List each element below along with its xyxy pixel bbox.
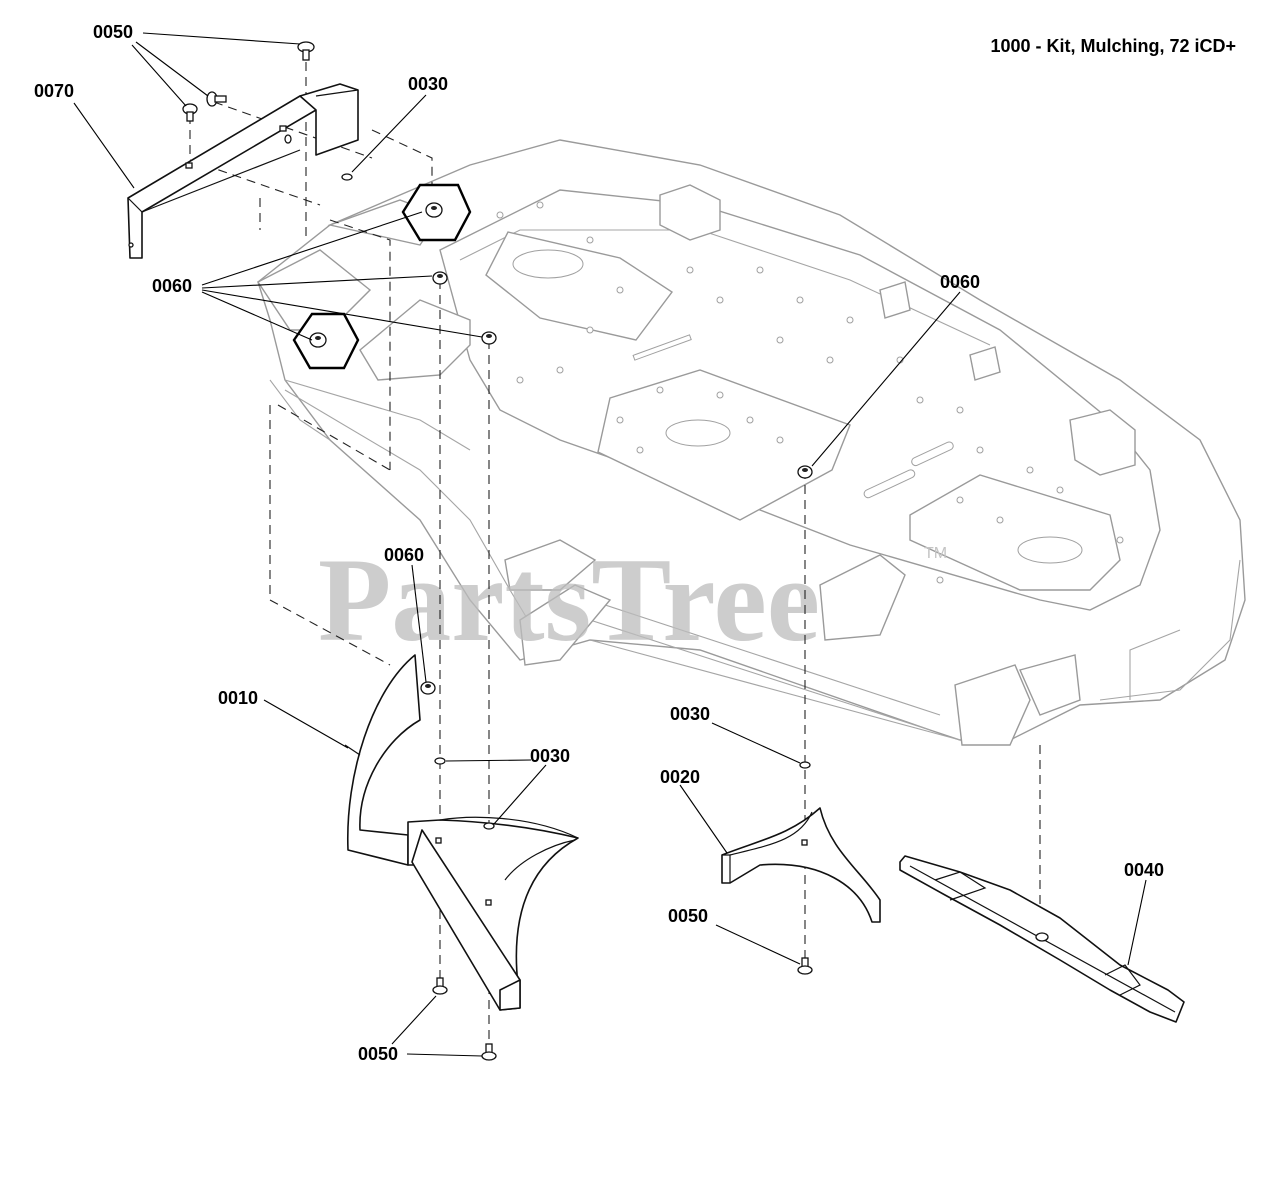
callout-0050-center: 0050	[668, 906, 708, 926]
callout-labels: 0050 0070 0030 0060 0060 0060 0010 0030 …	[34, 22, 1164, 1064]
baffle-0070	[127, 83, 359, 259]
carriage-bolt-icon	[481, 1043, 497, 1061]
baffle-0020	[721, 807, 881, 923]
carriage-bolt-icon	[432, 977, 448, 995]
callout-0020: 0020	[660, 767, 700, 787]
callout-0030-top: 0030	[408, 74, 448, 94]
watermark-text: PartsTree	[318, 533, 820, 666]
callout-0030-center: 0030	[670, 704, 710, 724]
callout-0050-top: 0050	[93, 22, 133, 42]
carriage-bolt-icon	[182, 103, 198, 122]
carriage-bolt-icon	[797, 957, 813, 975]
watermark-trademark: TM	[924, 545, 947, 562]
hex-nut-detail-icon	[401, 183, 472, 242]
leader-lines	[73, 32, 1147, 1057]
flange-nut-icon	[432, 271, 448, 285]
baffle-0010	[344, 654, 579, 1011]
callout-0060-left: 0060	[152, 276, 192, 296]
carriage-bolt-icon	[297, 41, 315, 61]
carriage-bolt-icon	[206, 91, 227, 107]
callout-0050-bottom: 0050	[358, 1044, 398, 1064]
callout-0040: 0040	[1124, 860, 1164, 880]
callout-0030-left: 0030	[530, 746, 570, 766]
flange-nut-icon	[797, 465, 813, 479]
callout-0060-right: 0060	[940, 272, 980, 292]
callout-0070: 0070	[34, 81, 74, 101]
washer-icon	[483, 822, 495, 830]
callout-0010: 0010	[218, 688, 258, 708]
blade-0040	[899, 855, 1185, 1023]
mower-deck	[256, 139, 1246, 746]
flange-nut-icon	[420, 681, 436, 695]
washer-icon	[284, 134, 292, 144]
washer-icon	[341, 173, 353, 181]
callout-0060-lower: 0060	[384, 545, 424, 565]
flange-nut-icon	[481, 331, 497, 345]
diagram-title: 1000 - Kit, Mulching, 72 iCD+	[990, 36, 1236, 56]
washer-icon	[434, 757, 446, 765]
washer-icon	[799, 761, 811, 769]
